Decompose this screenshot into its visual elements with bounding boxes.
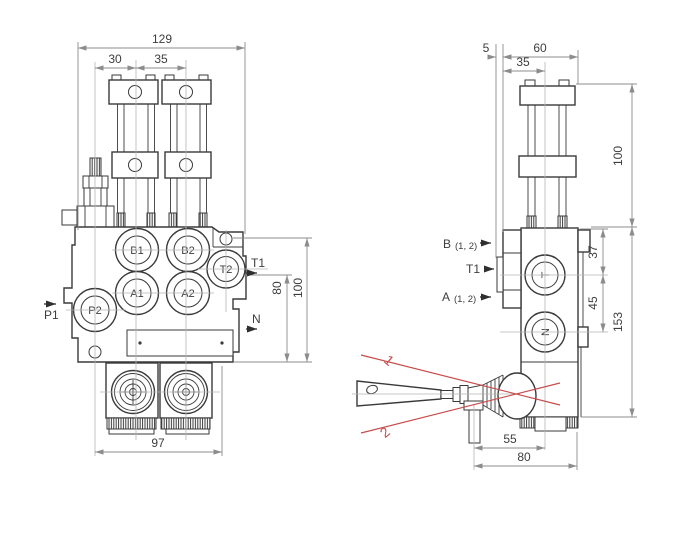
port-a2-label: A2: [181, 288, 194, 300]
front-port-p2: P2: [72, 287, 118, 333]
front-dimensions: 129 30 35 97 80 100: [77, 32, 312, 456]
label-a: A: [442, 290, 450, 304]
label-p1: P1: [44, 308, 59, 322]
side-centerlines: [352, 62, 608, 470]
dim-30-label: 30: [108, 52, 122, 66]
port-b2-label: B2: [181, 245, 194, 257]
dim-35-label: 35: [154, 52, 168, 66]
dim-80-label: 80: [270, 281, 284, 295]
side-port-leaders: B (1, 2) T1 A (1, 2): [442, 237, 494, 305]
port-b1-label: B1: [130, 245, 143, 257]
side-actuator-tower: [518, 79, 577, 230]
label-t1: T1: [251, 256, 265, 270]
side-dimensions: 5 60 35 100 37 45 153 55 80: [474, 41, 637, 470]
front-port-b1: B1: [114, 227, 160, 273]
dim-5-label: 5: [483, 41, 490, 55]
dim-153-label: 153: [611, 312, 625, 332]
lever-grip-hole: [366, 384, 378, 395]
dim-100-side-label: 100: [611, 146, 625, 166]
lever-lower-rod: [468, 409, 481, 444]
dim-80-side-label: 80: [517, 450, 531, 464]
port-a1-label: A1: [130, 288, 143, 300]
front-flow-arrow-n: N: [246, 312, 261, 333]
front-relief-valve: [61, 157, 115, 228]
dim-37-label: 37: [586, 245, 600, 259]
front-flow-arrow-t1: T1: [246, 256, 265, 277]
front-actuator-tower-right: [161, 74, 212, 228]
dim-45-label: 45: [586, 296, 600, 310]
lever-ball-boot: [497, 372, 537, 420]
front-centerlines: [66, 60, 268, 456]
dim-97-label: 97: [151, 436, 165, 450]
front-view: B1 B2 T2 A1 A2 P2: [44, 32, 312, 456]
front-actuator-tower-left: [108, 74, 159, 228]
label-a-sub: (1, 2): [454, 294, 476, 305]
front-name-plate: [126, 329, 234, 357]
label-b: B: [443, 237, 451, 251]
label-t1-side: T1: [466, 262, 480, 276]
dim-100-label: 100: [291, 278, 305, 298]
label-b-sub: (1, 2): [455, 241, 477, 252]
side-control-lever: [356, 372, 537, 444]
label-n: N: [252, 312, 261, 326]
front-flow-arrow-p1: P1: [44, 300, 59, 322]
front-bottom-caps: [105, 362, 213, 435]
dim-129-label: 129: [152, 32, 172, 46]
dim-55-label: 55: [503, 432, 517, 446]
lever-position-1-label: 1: [381, 352, 397, 369]
dim-35-side-label: 35: [516, 55, 530, 69]
side-view: T N: [352, 41, 637, 470]
dim-60-label: 60: [533, 41, 547, 55]
